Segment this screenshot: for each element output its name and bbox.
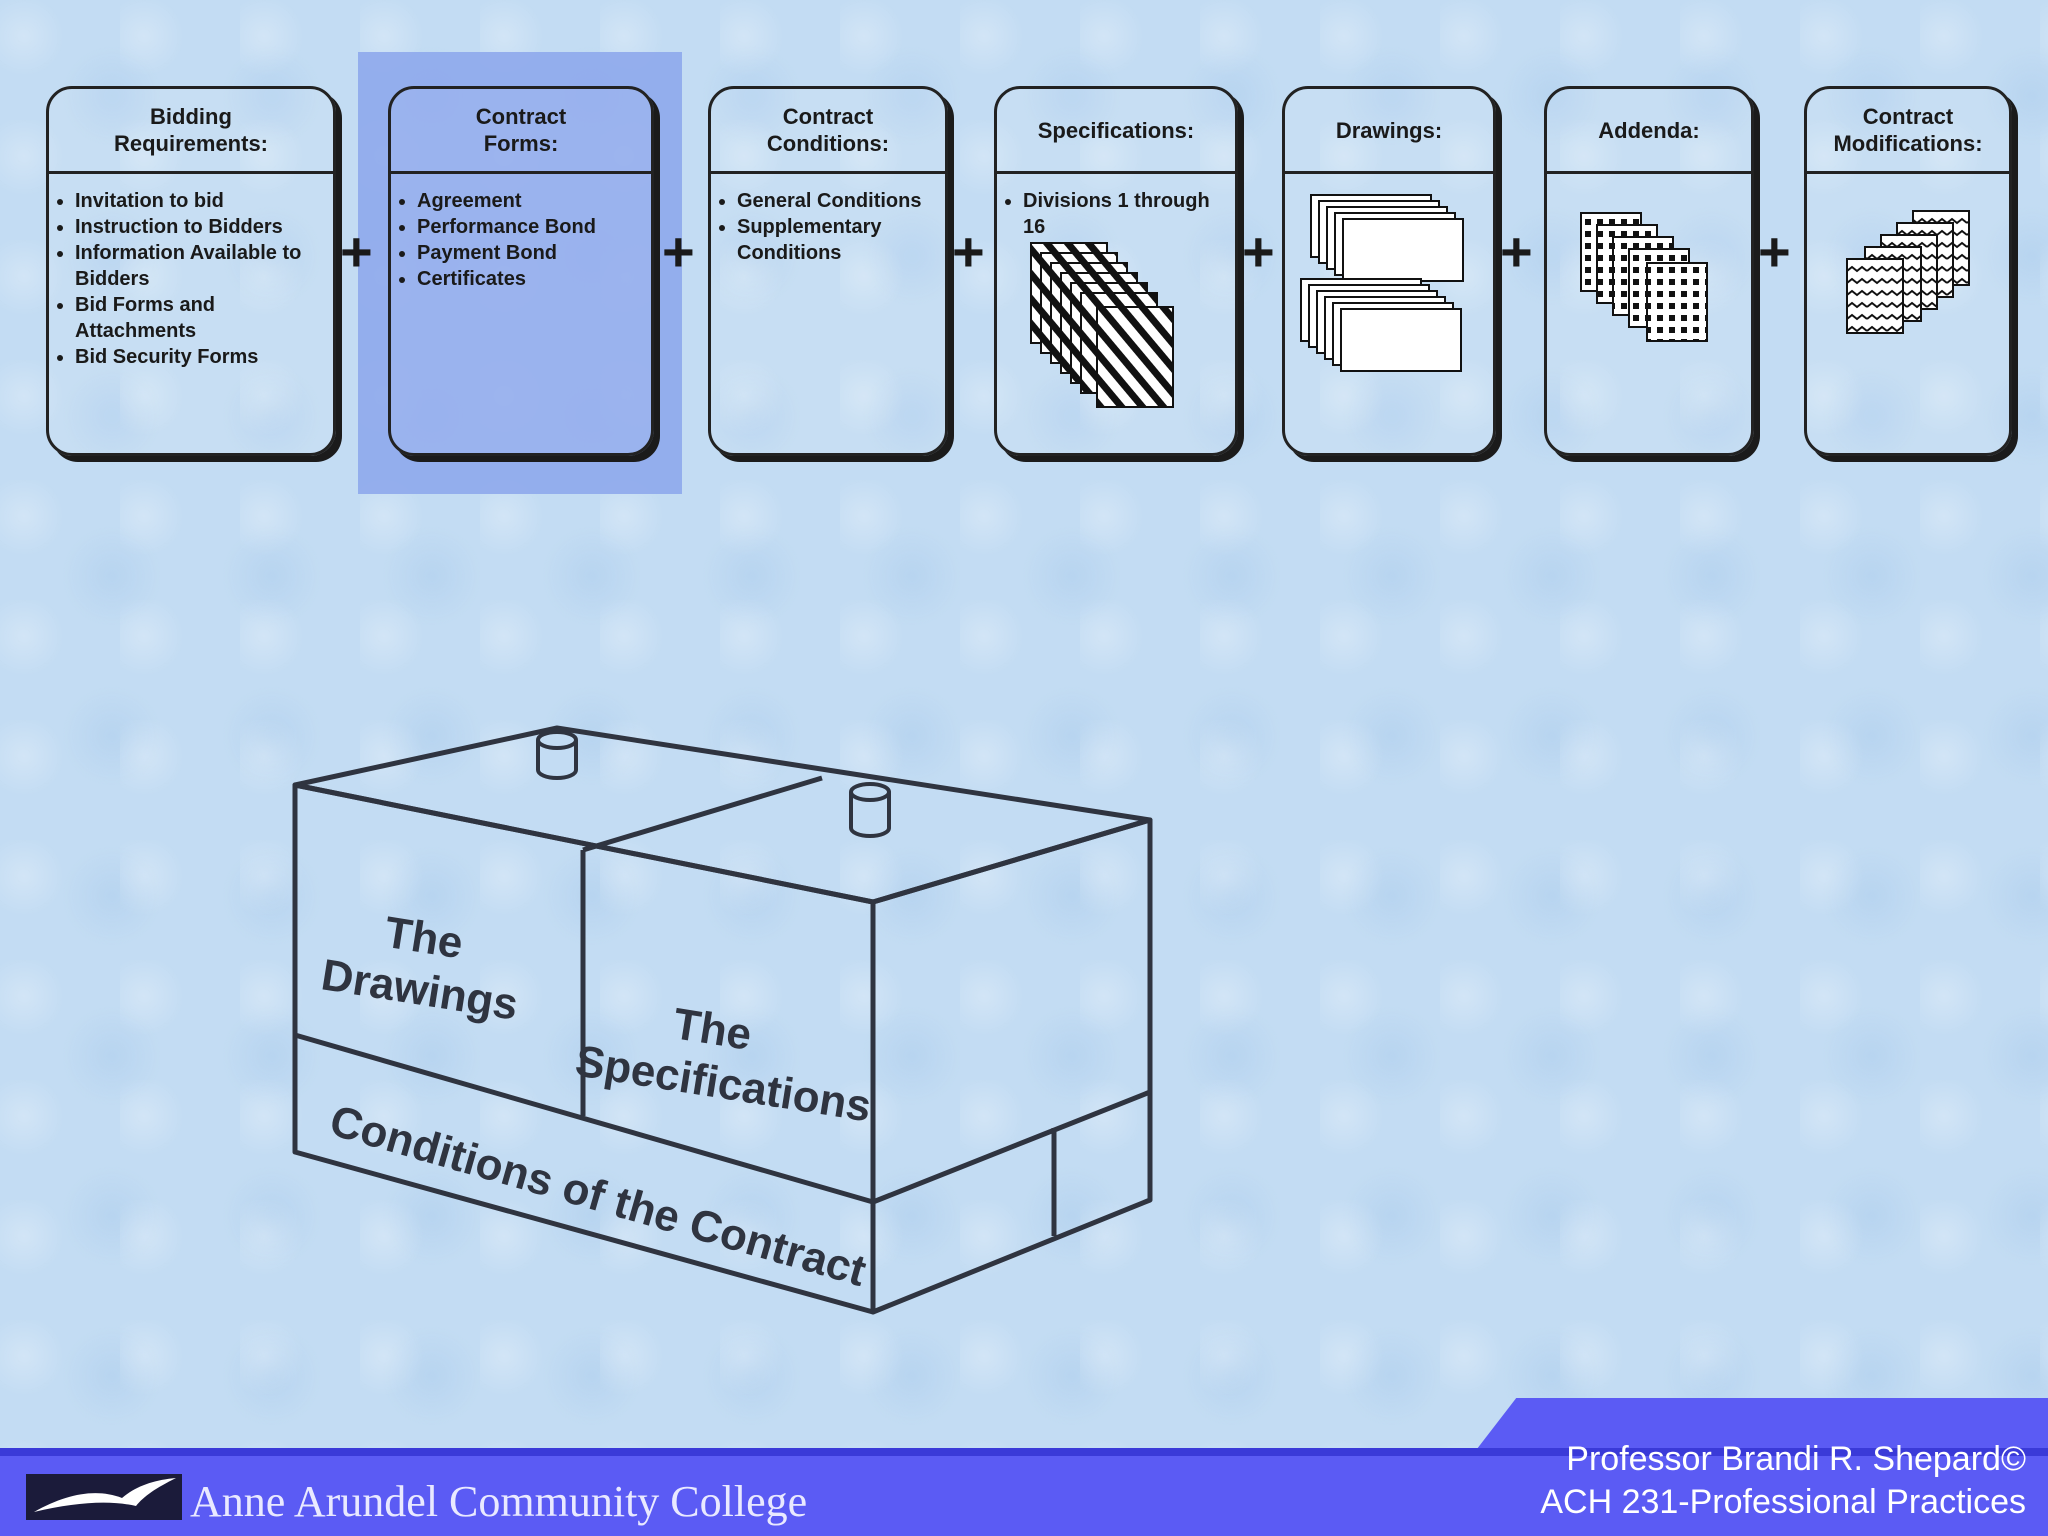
addenda-pages-icon — [1580, 212, 1708, 342]
box-label-specifications: The Specifications — [572, 999, 875, 1132]
list-item: Instruction to Bidders — [75, 214, 333, 240]
box-post-left — [536, 730, 578, 780]
panel-heading: Contract Conditions: — [711, 89, 945, 174]
list-item: Invitation to bid — [75, 188, 333, 214]
panel-specifications: Specifications: Divisions 1 through 16 — [994, 86, 1238, 456]
drawings-sheets-icon — [1300, 194, 1464, 372]
plus-sign: + — [1242, 220, 1275, 283]
panel-list: Agreement Performance Bond Payment Bond … — [391, 188, 651, 292]
panel-drawings: Drawings: — [1282, 86, 1496, 456]
list-item: Certificates — [417, 266, 651, 292]
panel-heading: Contract Modifications: — [1807, 89, 2009, 174]
box-top-face — [292, 725, 1153, 905]
box-label-conditions: Conditions of the Contract — [324, 1096, 872, 1297]
plus-sign: + — [952, 220, 985, 283]
panel-heading: Bidding Requirements: — [49, 89, 333, 174]
list-item: Performance Bond — [417, 214, 651, 240]
list-item: Supplementary Conditions — [737, 214, 945, 266]
box-label-drawings: The Drawings — [318, 907, 522, 1030]
plus-sign: + — [662, 220, 695, 283]
box-right-face — [870, 817, 1153, 1315]
seagull-logo-icon — [26, 1474, 182, 1520]
list-item: Bid Security Forms — [75, 344, 333, 370]
top-divider — [582, 775, 823, 853]
plus-sign: + — [1500, 220, 1533, 283]
panel-contract-modifications: Contract Modifications: — [1804, 86, 2012, 456]
specifications-pages-icon — [1030, 242, 1174, 408]
right-base-line — [872, 1089, 1151, 1205]
list-item: Bid Forms and Attachments — [75, 292, 333, 344]
panel-list: General Conditions Supplementary Conditi… — [711, 188, 945, 266]
list-item: Agreement — [417, 188, 651, 214]
footer-top-strip — [0, 1448, 2048, 1456]
panel-list: Divisions 1 through 16 — [997, 188, 1235, 240]
course-credit: Professor Brandi R. Shepard© ACH 231-Pro… — [1540, 1438, 2026, 1524]
list-item: Payment Bond — [417, 240, 651, 266]
panel-heading: Drawings: — [1285, 89, 1493, 174]
panel-heading: Specifications: — [997, 89, 1235, 174]
contract-forms-highlight — [358, 52, 682, 494]
panel-bidding-requirements: Bidding Requirements: Invitation to bid … — [46, 86, 336, 456]
list-item: Divisions 1 through 16 — [1023, 188, 1235, 240]
list-item: General Conditions — [737, 188, 945, 214]
plus-sign: + — [1758, 220, 1791, 283]
panel-contract-forms: Contract Forms: Agreement Performance Bo… — [388, 86, 654, 456]
panel-heading: Contract Forms: — [391, 89, 651, 174]
credit-line-professor: Professor Brandi R. Shepard© — [1566, 1440, 2026, 1478]
modifications-pages-icon — [1846, 210, 1970, 334]
credit-line-course: ACH 231-Professional Practices — [1540, 1483, 2026, 1521]
box-post-right — [849, 782, 891, 838]
panel-heading: Addenda: — [1547, 89, 1751, 174]
panel-contract-conditions: Contract Conditions: General Conditions … — [708, 86, 948, 456]
panel-addenda: Addenda: — [1544, 86, 1754, 456]
college-name: Anne Arundel Community College — [190, 1477, 808, 1526]
footer-bar — [0, 1456, 2048, 1536]
list-item: Information Available to Bidders — [75, 240, 333, 292]
plus-sign: + — [340, 220, 373, 283]
panel-list: Invitation to bid Instruction to Bidders… — [49, 188, 333, 370]
